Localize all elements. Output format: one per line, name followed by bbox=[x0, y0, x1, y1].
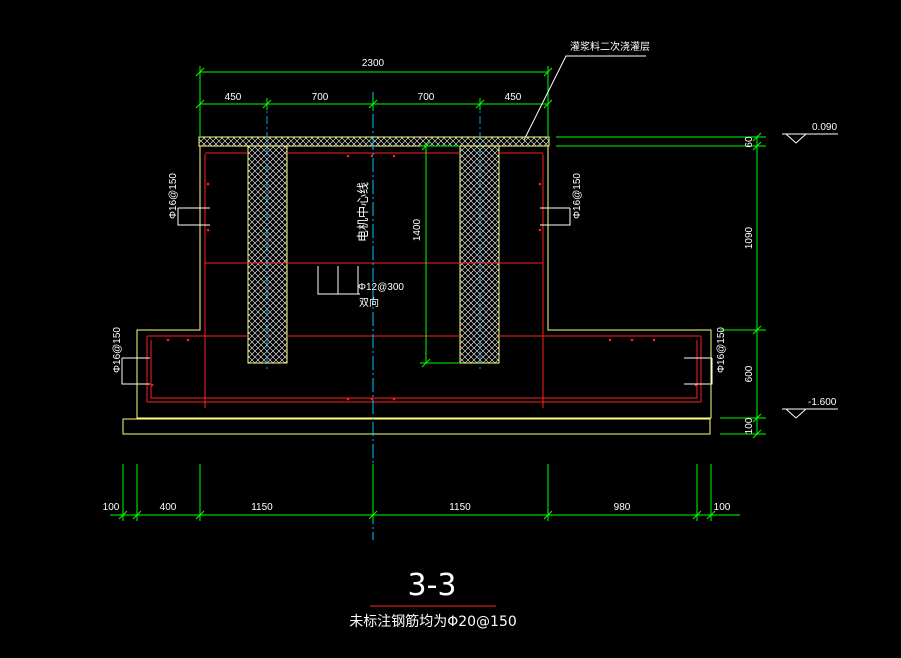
drawing-note: 未标注钢筋均为Φ20@150 bbox=[349, 613, 517, 630]
rebar-mid-sub: 双向 bbox=[359, 296, 379, 309]
leader-lines bbox=[121, 55, 713, 385]
rebar-dots bbox=[150, 154, 698, 401]
dimension-lines bbox=[110, 66, 766, 521]
dim-bottom-5: 980 bbox=[614, 502, 631, 513]
pocket-depth: 1400 bbox=[412, 218, 423, 241]
grout-label: 灌浆料二次浇灌层 bbox=[570, 40, 650, 53]
dim-right-1: 60 bbox=[744, 136, 755, 148]
rebar-right-lower: Φ16@150 bbox=[716, 327, 727, 373]
dim-right-3: 600 bbox=[744, 365, 755, 382]
anchor-pocket-right bbox=[459, 145, 500, 364]
elev-top: 0.090 bbox=[812, 122, 837, 133]
anchor-pocket-left bbox=[247, 145, 288, 364]
dim-bottom-2: 400 bbox=[160, 502, 177, 513]
dim-top-4: 450 bbox=[505, 92, 522, 103]
dim-top-1: 450 bbox=[225, 92, 242, 103]
dim-top-2: 700 bbox=[312, 92, 329, 103]
dim-bottom-3: 1150 bbox=[251, 502, 273, 513]
dim-top-total: 2300 bbox=[362, 58, 385, 69]
dim-top-3: 700 bbox=[418, 92, 435, 103]
rebar-mid: Φ12@300 bbox=[358, 282, 404, 293]
rebar-left-upper: Φ16@150 bbox=[168, 173, 179, 219]
rebar-right-upper: Φ16@150 bbox=[572, 173, 583, 219]
rebar-lines bbox=[146, 152, 702, 408]
elev-bottom: -1.600 bbox=[808, 397, 837, 408]
dim-right-4: 100 bbox=[744, 417, 755, 434]
dim-bottom-1: 100 bbox=[103, 502, 120, 513]
rebar-left-lower: Φ16@150 bbox=[112, 327, 123, 373]
dim-right-2: 1090 bbox=[744, 226, 755, 249]
foundation-pad bbox=[122, 418, 711, 435]
section-title: 3-3 bbox=[408, 568, 457, 603]
elevation-markers bbox=[782, 133, 838, 419]
foundation-outline bbox=[136, 146, 712, 419]
dim-bottom-6: 100 bbox=[714, 502, 731, 513]
center-line-label: 电机中心线 bbox=[355, 182, 370, 242]
dim-bottom-4: 1150 bbox=[449, 502, 471, 513]
grout-layer bbox=[198, 136, 550, 147]
structure-outline bbox=[122, 146, 712, 435]
